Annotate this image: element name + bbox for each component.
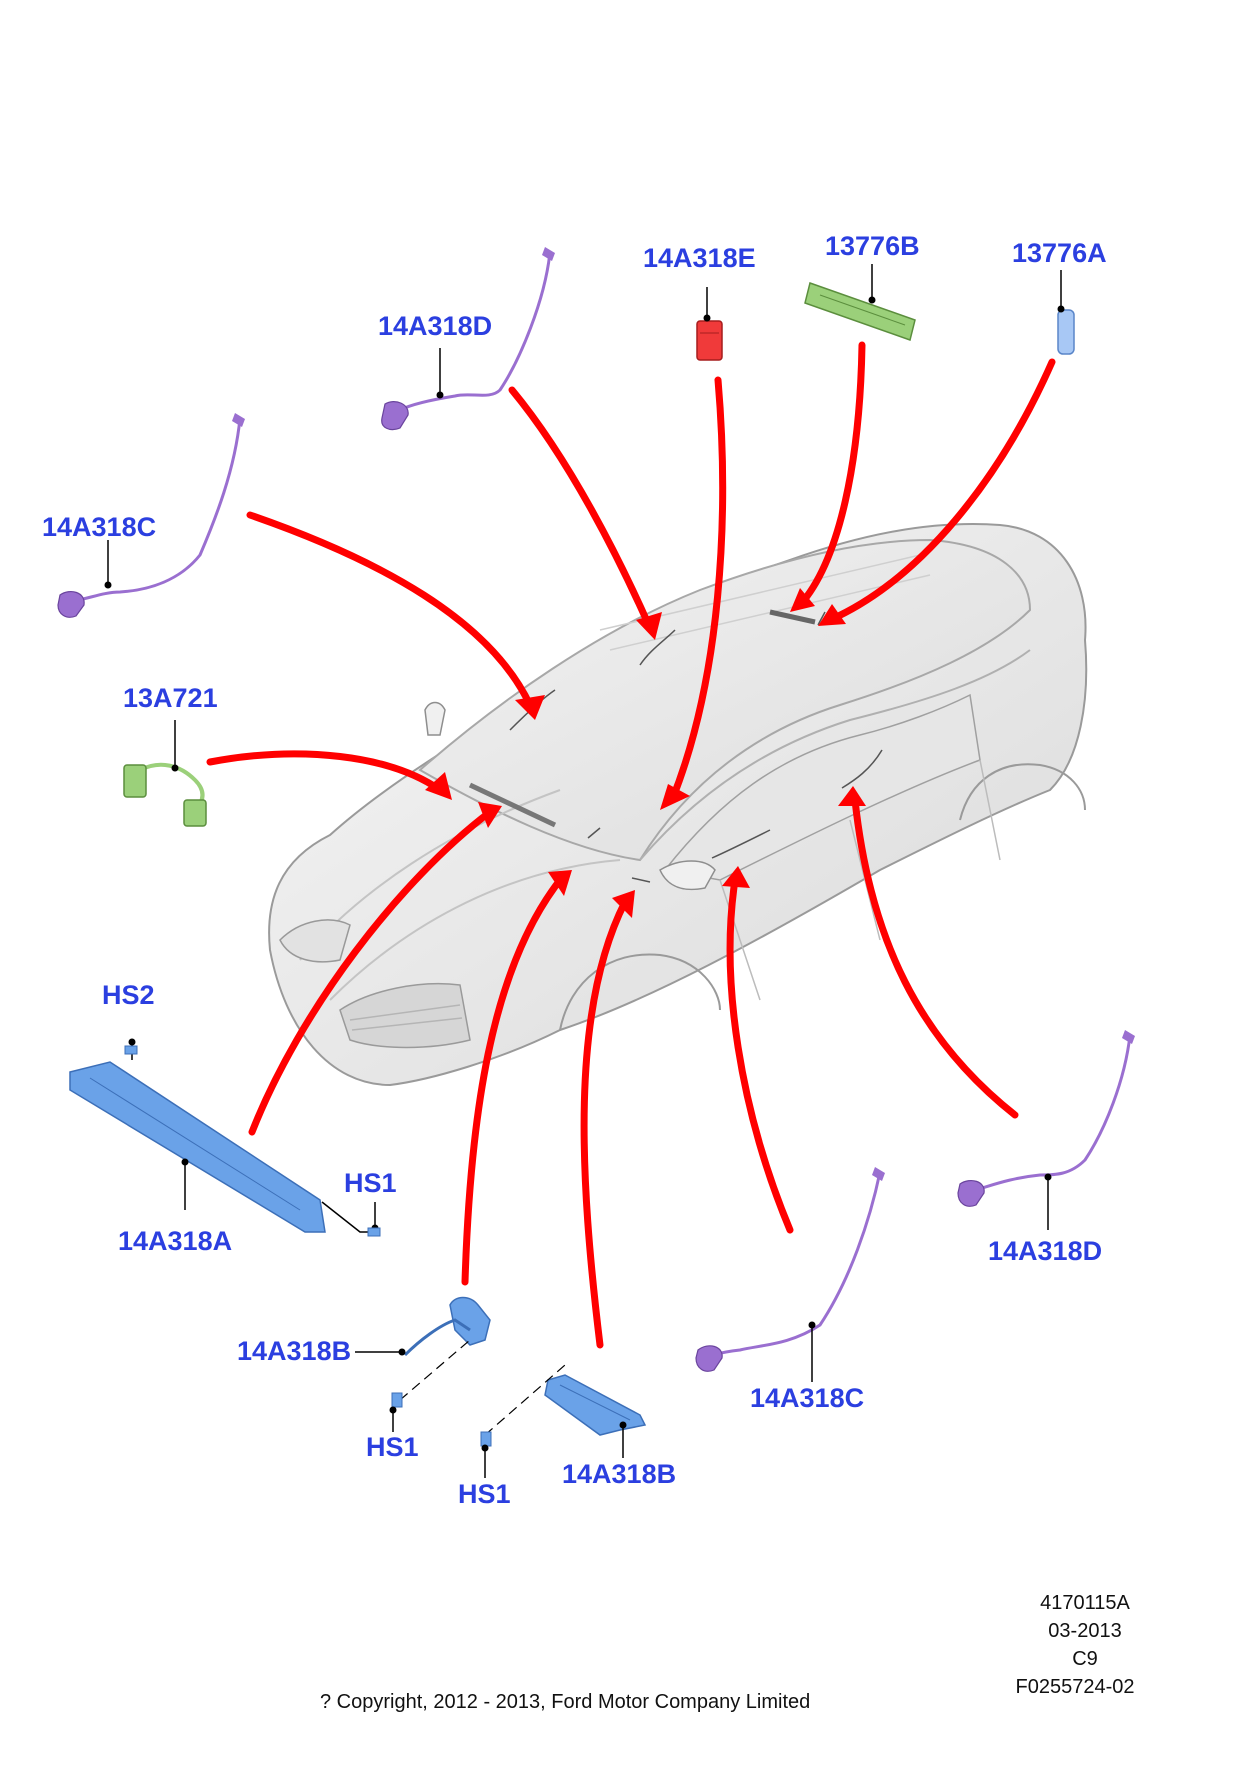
- arrow-14A318E: [668, 376, 727, 804]
- arrow-14A318C-left: [246, 511, 534, 709]
- callout-HS1-left: HS1: [366, 1432, 419, 1462]
- arrow-13776B: [796, 341, 866, 609]
- callout-HS1-bracket: HS1: [344, 1168, 397, 1198]
- arrowhead-13776A: [818, 604, 846, 626]
- callout-14A318C-bottom: 14A318C: [750, 1383, 865, 1413]
- callout-13776B: 13776B: [825, 231, 920, 261]
- part-13776A-sensor: [1057, 270, 1075, 355]
- figure-number: F0255724-02: [1015, 1676, 1135, 1698]
- arrows: [206, 341, 1056, 1349]
- callout-14A318D-top: 14A318D: [378, 311, 493, 341]
- part-14A318C-bottom-harness: [695, 1167, 885, 1382]
- arrowhead-14A318B-right: [612, 890, 635, 918]
- arrow-14A318B-left: [461, 876, 564, 1286]
- part-14A318E-connector: [696, 287, 723, 361]
- arrow-13A721: [206, 750, 444, 794]
- arrowhead-14A318E: [660, 784, 690, 810]
- callout-HS2: HS2: [102, 980, 155, 1010]
- callout-14A318C-left: 14A318C: [42, 512, 157, 542]
- arrowhead-14A318A: [478, 802, 502, 828]
- part-14A318B-right-bracket: [480, 1364, 647, 1478]
- arrow-14A318D-top: [508, 386, 654, 632]
- part-14A318D-right-harness: [957, 1030, 1135, 1230]
- illustration-date: 03-2013: [1048, 1620, 1122, 1642]
- callout-13A721: 13A721: [123, 683, 218, 713]
- illustration-rev: C9: [1072, 1648, 1098, 1670]
- callout-14A318A: 14A318A: [118, 1226, 233, 1256]
- callout-13776A: 13776A: [1012, 238, 1107, 268]
- callout-14A318B-right: 14A318B: [562, 1459, 677, 1489]
- callout-14A318E: 14A318E: [643, 243, 756, 273]
- callout-14A318B-left: 14A318B: [237, 1336, 352, 1366]
- illustration-code: 4170115A: [1040, 1592, 1130, 1614]
- part-13A721-harness: [123, 720, 207, 827]
- arrow-14A318D-right: [851, 796, 1019, 1119]
- arrowhead-14A318D-top: [636, 612, 662, 640]
- vehicle-body: [268, 523, 1088, 1087]
- arrowheads: [425, 588, 866, 918]
- arrow-13776A: [826, 358, 1056, 624]
- arrowhead-14A318C-left: [515, 695, 545, 720]
- arrow-14A318B-right: [580, 898, 629, 1349]
- callout-14A318D-right: 14A318D: [988, 1236, 1103, 1266]
- part-14A318D-top-harness: [381, 247, 555, 431]
- arrowhead-13A721: [425, 772, 452, 800]
- part-14A318C-left-harness: [57, 413, 245, 618]
- part-14A318B-left-bracket: [355, 1296, 491, 1432]
- callout-HS1-right: HS1: [458, 1479, 511, 1509]
- part-13776B-module: [804, 264, 916, 341]
- arrowhead-13776B: [790, 588, 815, 612]
- part-14A318A-bracket: [69, 1038, 381, 1237]
- arrow-14A318A: [248, 808, 494, 1136]
- copyright-notice: ? Copyright, 2012 - 2013, Ford Motor Com…: [320, 1691, 811, 1713]
- arrow-14A318C-bottom: [726, 876, 794, 1234]
- arrowhead-14A318C-bottom: [722, 866, 750, 888]
- arrowhead-14A318D-right: [838, 786, 866, 806]
- arrowhead-14A318B-left: [548, 870, 572, 896]
